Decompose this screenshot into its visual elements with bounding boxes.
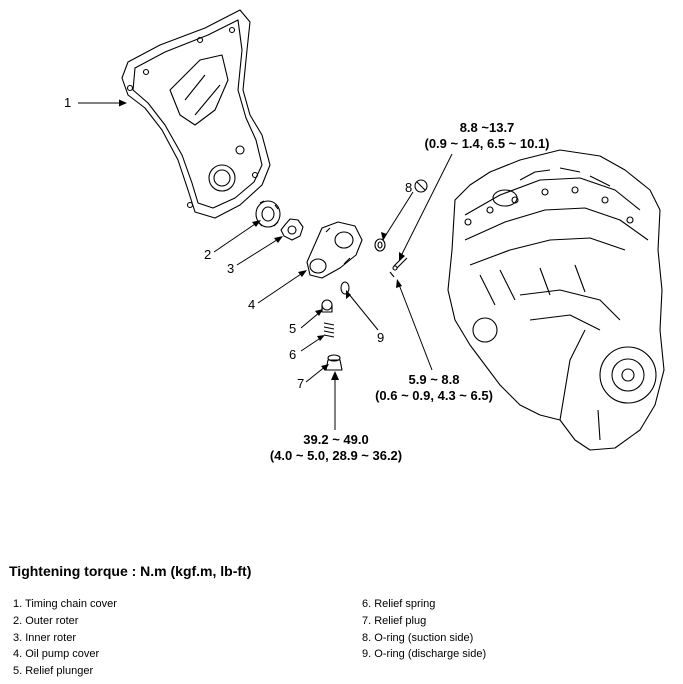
legend-item: 4. Oil pump cover [13, 648, 100, 661]
callout-1: 1 [64, 95, 72, 110]
arrow-heads [119, 99, 405, 380]
o-ring-discharge-part [340, 281, 350, 295]
do-not-reuse-symbol [414, 179, 428, 193]
engine-block [447, 149, 665, 451]
legend-item: 9. O-ring (discharge side) [362, 648, 487, 661]
callout-8: 8 [405, 180, 413, 195]
torque-spec-bolt: 8.8 ~13.7 (0.9 ~ 1.4, 6.5 ~ 10.1) [415, 120, 559, 152]
torque-kgf-lbft: (0.6 ~ 0.9, 4.3 ~ 6.5) [375, 388, 493, 403]
torque-nm: 8.8 ~13.7 [459, 120, 515, 135]
callout-2: 2 [204, 247, 212, 262]
legend-title: Tightening torque : N.m (kgf.m, lb-ft) [9, 563, 252, 579]
timing-chain-cover [121, 9, 271, 219]
torque-nm: 5.9 ~ 8.8 [408, 372, 460, 387]
callout-6: 6 [289, 347, 297, 362]
inner-rotor [280, 218, 304, 241]
relief-spring-part [323, 322, 335, 338]
callout-5: 5 [289, 321, 297, 336]
torque-spec-plug: 39.2 ~ 49.0 (4.0 ~ 5.0, 28.9 ~ 36.2) [260, 432, 412, 464]
callout-7: 7 [297, 376, 305, 391]
legend-item: 6. Relief spring [362, 598, 436, 610]
callout-9: 9 [377, 330, 385, 345]
exploded-view-diagram [78, 9, 665, 451]
legend-left-column: 1. Timing chain cover 2. Outer roter 3. … [13, 596, 117, 680]
callout-3: 3 [227, 261, 235, 276]
o-ring-suction-part [374, 238, 386, 252]
legend-item: 8. O-ring (suction side) [362, 631, 474, 644]
bolt [389, 255, 408, 278]
torque-kgf-lbft: (0.9 ~ 1.4, 6.5 ~ 10.1) [424, 136, 550, 151]
oil-pump-cover [306, 221, 363, 279]
legend-item: 1. Timing chain cover [13, 598, 117, 610]
legend-item: 5. Relief plunger [13, 665, 94, 678]
callout-4: 4 [248, 297, 256, 312]
legend-item: 7. Relief plug [362, 614, 427, 627]
torque-kgf-lbft: (4.0 ~ 5.0, 28.9 ~ 36.2) [269, 448, 403, 463]
torque-spec-relief: 5.9 ~ 8.8 (0.6 ~ 0.9, 4.3 ~ 6.5) [366, 372, 502, 404]
relief-plunger-part [321, 299, 333, 313]
outer-rotor [255, 200, 281, 228]
legend-item: 3. Inner roter [13, 631, 76, 644]
legend-item: 2. Outer roter [13, 614, 79, 627]
legend-right-column: 6. Relief spring 7. Relief plug 8. O-rin… [362, 596, 486, 663]
leader-lines [78, 102, 453, 430]
torque-nm: 39.2 ~ 49.0 [303, 432, 369, 447]
relief-plug-part [325, 354, 343, 371]
